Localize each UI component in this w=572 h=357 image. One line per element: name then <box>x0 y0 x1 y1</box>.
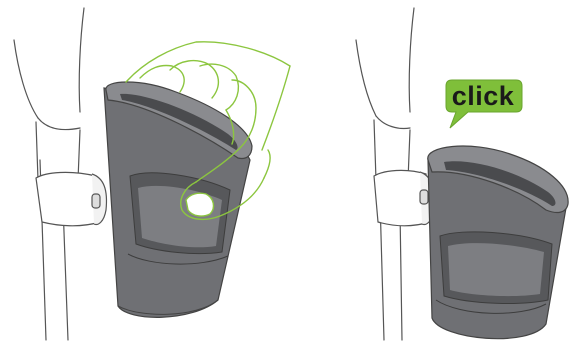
panel-step-2 <box>356 8 568 340</box>
holder-clamp-1 <box>36 172 106 225</box>
panel-step-1 <box>14 8 290 340</box>
click-callout <box>446 80 522 128</box>
cup-holder-2 <box>428 146 568 339</box>
holder-clamp-2 <box>374 170 434 225</box>
